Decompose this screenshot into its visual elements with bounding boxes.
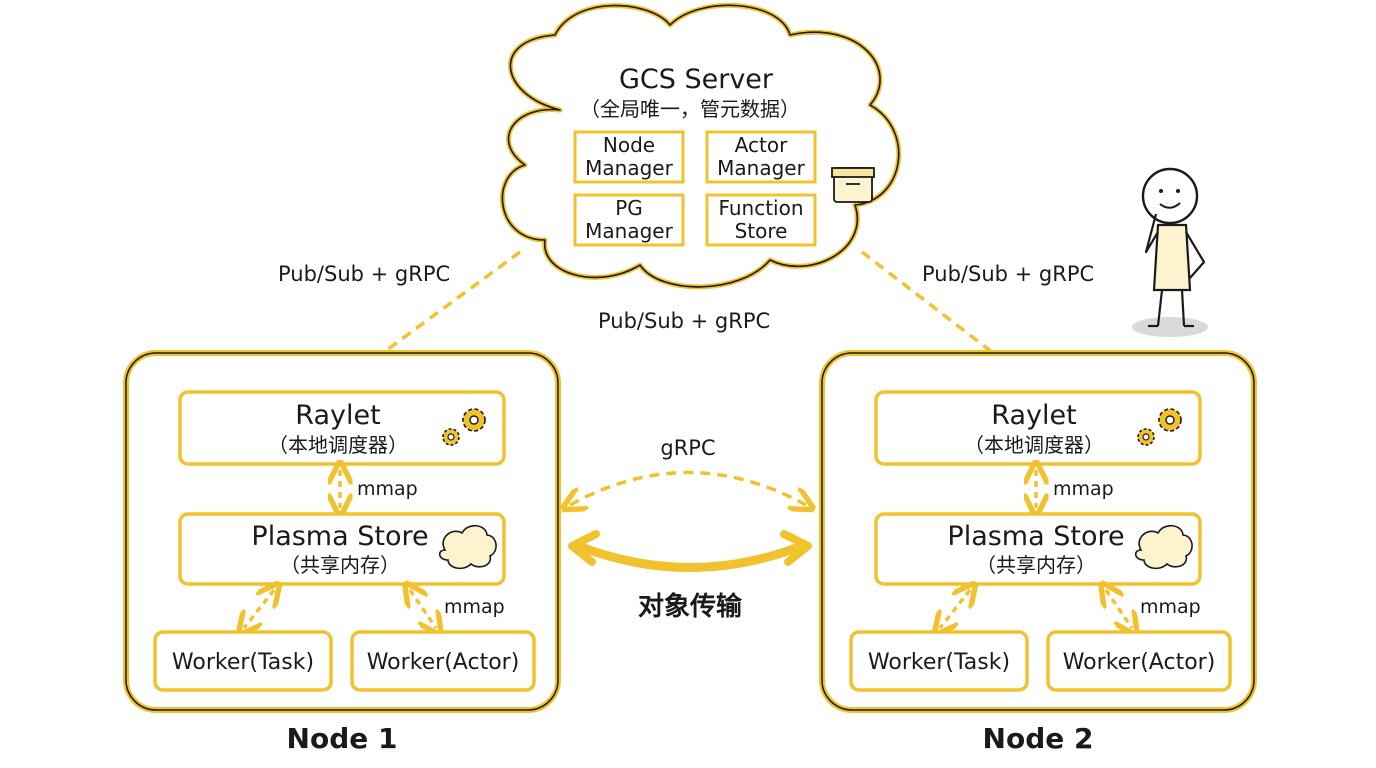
node2-worker-task-label: Worker(Task) [868,650,1010,675]
node-manager-line1: Node [603,133,655,157]
gcs-subtitle: （全局唯一，管元数据） [580,97,800,121]
pg-manager-line2: Manager [585,219,673,243]
actor-manager-box: Actor Manager [705,130,817,184]
pg-manager-line1: PG [615,196,643,220]
node1-raylet-title: Raylet [295,400,380,431]
node2-plasma-worker-task-link [940,590,970,628]
node2-plasma-subtitle: （共享内存） [976,553,1096,577]
gcs-title: GCS Server [619,64,774,95]
node2-worker-actor-label: Worker(Actor) [1063,650,1216,675]
function-store-line1: Function [718,196,803,220]
gcs-server: GCS Server （全局唯一，管元数据） Node Manager Acto… [500,2,902,290]
node1-raylet: Raylet （本地调度器） [178,390,506,466]
node2-worker-actor: Worker(Actor) [1046,630,1232,692]
gears-icon [1137,408,1182,446]
archive-box-icon [831,167,875,203]
node1-worker-actor: Worker(Actor) [350,630,536,692]
node1-plasma-worker-task-link [244,590,274,628]
thinking-person-illustration [1132,167,1208,337]
node1-mmap-right: mmap [444,596,505,618]
node1-worker-actor-label: Worker(Actor) [367,650,520,675]
object-transfer-arrow [571,540,809,572]
node2-raylet: Raylet （本地调度器） [874,390,1202,466]
function-store-box: Function Store [705,193,817,247]
gears-icon [442,408,486,446]
object-transfer-label: 对象传输 [638,591,743,622]
node1-plasma-subtitle: （共享内存） [280,553,400,577]
node1-plasma-title: Plasma Store [251,521,428,552]
object-transfer-arrowhead-right [780,530,812,566]
gcs-cloud-outline [501,4,900,288]
left-pubsub-label: Pub/Sub + gRPC [278,262,450,286]
gcs-to-node1-arrow [342,250,522,383]
node2-plasma-store: Plasma Store （共享内存） [874,512,1202,586]
memory-cloud-icon [438,524,497,570]
node-2: Raylet （本地调度器） mmap Plasma Store （共享内存） … [819,350,1257,755]
right-pubsub-label: Pub/Sub + gRPC [922,262,1094,286]
node2-mmap-top: mmap [1053,478,1114,500]
function-store-line2: Store [735,219,788,243]
node1-plasma-worker-actor-link [410,590,436,628]
actor-manager-line1: Actor [735,133,788,157]
node2-plasma-worker-actor-link [1106,590,1132,628]
node2-plasma-title: Plasma Store [947,521,1124,552]
center-pubsub-label: Pub/Sub + gRPC [598,309,770,333]
grpc-label: gRPC [660,436,715,460]
node1-worker-task: Worker(Task) [153,630,333,692]
node1-mmap-top: mmap [357,478,418,500]
node1-worker-task-label: Worker(Task) [172,650,314,675]
grpc-dashed-arrow [570,470,806,506]
node2-worker-task: Worker(Task) [849,630,1029,692]
node1-name: Node 1 [287,722,398,755]
node-manager-line2: Manager [585,156,673,180]
object-transfer-arrowhead-left [568,530,600,566]
actor-manager-line2: Manager [717,156,805,180]
node1-raylet-subtitle: （本地调度器） [268,433,408,457]
node2-mmap-right: mmap [1140,596,1201,618]
node1-plasma-store: Plasma Store （共享内存） [178,512,506,586]
node2-raylet-title: Raylet [991,400,1076,431]
gcs-cloud-shape [500,2,902,290]
pg-manager-box: PG Manager [573,193,685,247]
node-manager-box: Node Manager [573,130,685,184]
node-1: Raylet （本地调度器） mmap Plasma Store （共享内存） … [123,350,561,755]
node2-name: Node 2 [983,722,1094,755]
memory-cloud-icon [1134,524,1193,570]
node2-raylet-subtitle: （本地调度器） [964,433,1104,457]
